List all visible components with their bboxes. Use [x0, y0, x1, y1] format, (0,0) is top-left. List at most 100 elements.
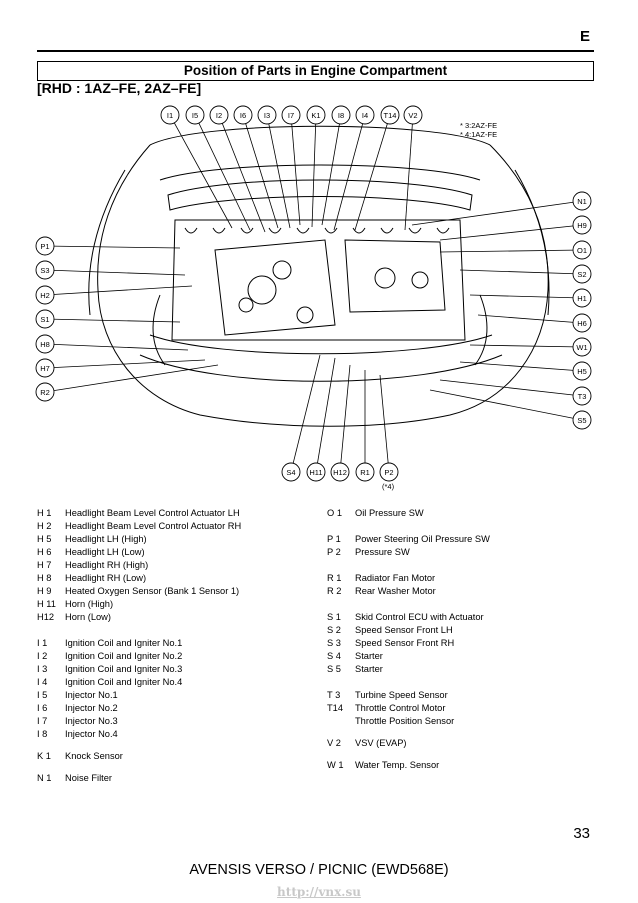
callout-leader	[469, 294, 583, 299]
legend-code: S 3	[327, 638, 341, 648]
callout-o1: O1	[572, 240, 592, 260]
callout-label: T14	[384, 111, 397, 120]
legend-code: I 1	[37, 638, 48, 648]
callout-label: I1	[167, 111, 173, 120]
legend-text: Injector No.2	[65, 703, 118, 713]
page-title: Position of Parts in Engine Compartment	[37, 61, 594, 81]
legend-code: I 3	[37, 664, 48, 674]
diagram-component	[411, 271, 429, 289]
legend-code: H 8	[37, 573, 52, 583]
callout-label: H6	[577, 319, 587, 328]
legend-code: S 5	[327, 664, 341, 674]
callout-h5: H5	[572, 361, 592, 381]
legend-item: Throttle Position Sensor	[327, 715, 454, 728]
legend-code: I 8	[37, 729, 48, 739]
callout-label: H2	[40, 291, 50, 300]
legend-text: Throttle Control Motor	[355, 703, 446, 713]
callout-circle	[572, 337, 592, 357]
legend-code: H 1	[37, 508, 52, 518]
legend-code: K 1	[37, 751, 51, 761]
legend-code: S 2	[327, 625, 341, 635]
diagram-line-art	[514, 169, 550, 316]
callout-leader	[290, 114, 301, 226]
callout-leader	[339, 364, 351, 473]
footer-model: AVENSIS VERSO / PICNIC (EWD568E)	[189, 862, 449, 878]
legend-code: T14	[327, 703, 344, 713]
callout-leader	[379, 374, 390, 473]
callout-n1: N1	[572, 191, 592, 211]
callout-leader	[439, 224, 583, 241]
callout-leader	[44, 318, 181, 323]
legend-text: Ignition Coil and Igniter No.4	[65, 677, 183, 687]
callout-label: K1	[311, 111, 320, 120]
diagram-component	[272, 260, 292, 280]
callout-label: R2	[40, 388, 50, 397]
callout-circle	[355, 105, 375, 125]
legend-code: I 7	[37, 716, 48, 726]
callout-i7: I7	[281, 105, 301, 125]
top-rule	[37, 50, 594, 52]
diagram-component	[296, 306, 314, 324]
callout-h9: H9	[572, 215, 592, 235]
legend-text: Headlight LH (Low)	[65, 547, 145, 557]
diagram-wire	[240, 227, 254, 234]
diagram-line-art	[159, 164, 481, 181]
callout-h8: H8	[35, 334, 55, 354]
callout-s2: S2	[572, 264, 592, 284]
legend-code: H 11	[37, 599, 56, 609]
legend-code: W 1	[327, 760, 344, 770]
legend-item: I 6 Injector No.2	[37, 702, 118, 715]
callout-circle	[572, 410, 592, 430]
legend-item: T14 Throttle Control Motor	[327, 702, 445, 715]
diagram-note: * 4:1AZ-FE	[460, 130, 497, 139]
callout-leader	[44, 343, 189, 351]
callout-leader	[44, 285, 193, 296]
callout-circle	[160, 105, 180, 125]
legend-code: S 4	[327, 651, 341, 661]
diagram-line-art	[149, 334, 493, 355]
diagram-wire	[268, 227, 282, 234]
diagram-note: * 3:2AZ-FE	[460, 121, 497, 130]
callout-i1: I1	[160, 105, 180, 125]
callout-leader	[411, 200, 583, 226]
callout-circle	[281, 105, 301, 125]
callout-p2: P2	[379, 462, 399, 482]
callout-h12: H12	[330, 462, 350, 482]
callout-label: I2	[216, 111, 222, 120]
legend-text: Speed Sensor Front RH	[355, 638, 455, 648]
callout-label: H7	[40, 364, 50, 373]
callout-label: S4	[286, 468, 295, 477]
callout-r2: R2	[35, 382, 55, 402]
callout-label: S2	[577, 270, 586, 279]
callout-label: V2	[408, 111, 417, 120]
legend-code: I 2	[37, 651, 48, 661]
legend-text: Ignition Coil and Igniter No.3	[65, 664, 183, 674]
diagram-wire	[436, 227, 450, 234]
callout-circle	[35, 285, 55, 305]
callout-circle	[572, 288, 592, 308]
legend-text: Rear Washer Motor	[355, 586, 436, 596]
callout-s5: S5	[572, 410, 592, 430]
callout-leader	[477, 314, 583, 324]
callout-t14: T14	[380, 105, 400, 125]
diagram-wire	[184, 227, 198, 234]
callout-circle	[572, 191, 592, 211]
callout-label: H12	[333, 468, 347, 477]
callout-circle	[35, 260, 55, 280]
callout-circle	[306, 105, 326, 125]
legend-code: I 6	[37, 703, 48, 713]
